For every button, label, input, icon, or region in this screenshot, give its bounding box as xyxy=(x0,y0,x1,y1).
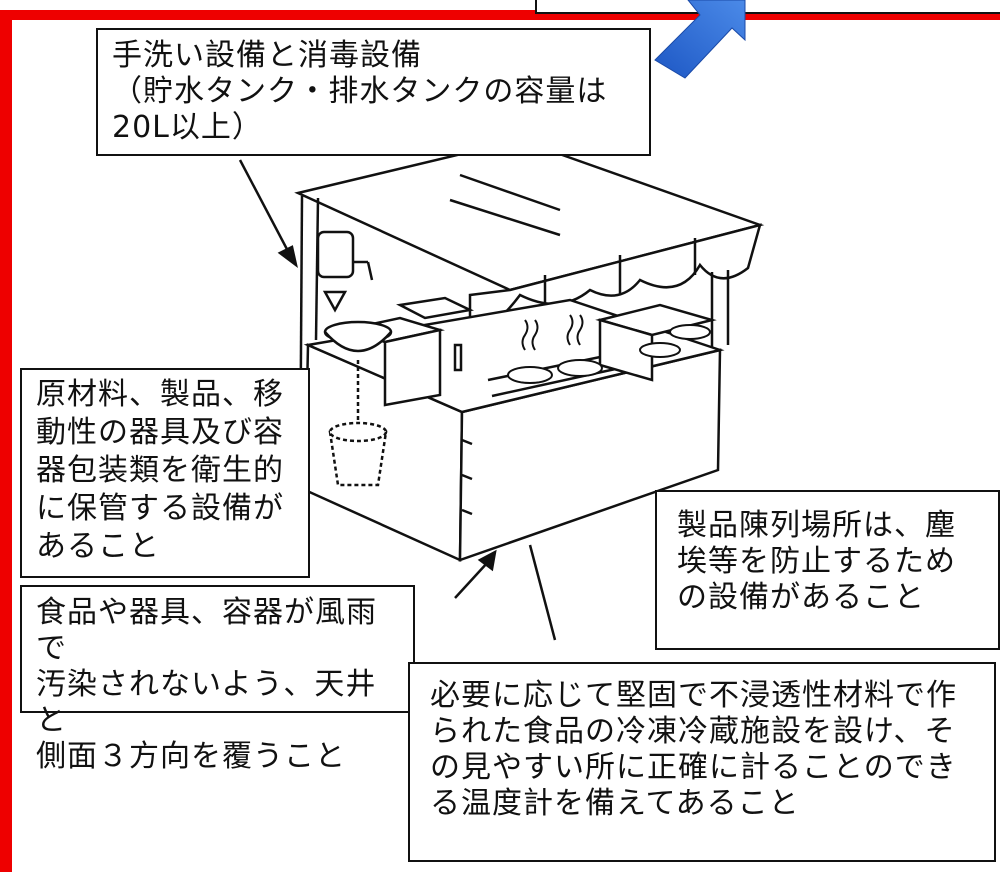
grilled-food xyxy=(507,314,711,384)
red-frame-left xyxy=(0,10,12,872)
red-frame-top xyxy=(0,10,1000,20)
top-callout-box-edge xyxy=(535,0,1000,14)
callout-weather-cover: 食品や器具、容器が風雨で 汚染されないよう、天井と 側面３方向を覆うこと xyxy=(20,585,415,774)
up-right-arrow-icon xyxy=(654,0,746,79)
callout-handwash: 手洗い設備と消毒設備 （貯水タンク・排水タンクの容量は 20L以上） xyxy=(96,28,651,156)
callout-refrigeration: 必要に応じて堅固で不浸透性材料で作 られた食品の冷凍冷蔵施設を設け、そ の見やす… xyxy=(408,662,996,862)
handwash-equipment xyxy=(316,230,393,487)
callout-dust-protection: 製品陳列場所は、塵 埃等を防止するため の設備があること xyxy=(655,490,1000,650)
stall-roof xyxy=(294,138,765,332)
callout-storage: 原材料、製品、移 動性の器具及び容 器包装類を衛生的 に保管する設備が あること xyxy=(20,368,310,578)
storage-boxes xyxy=(340,296,717,407)
